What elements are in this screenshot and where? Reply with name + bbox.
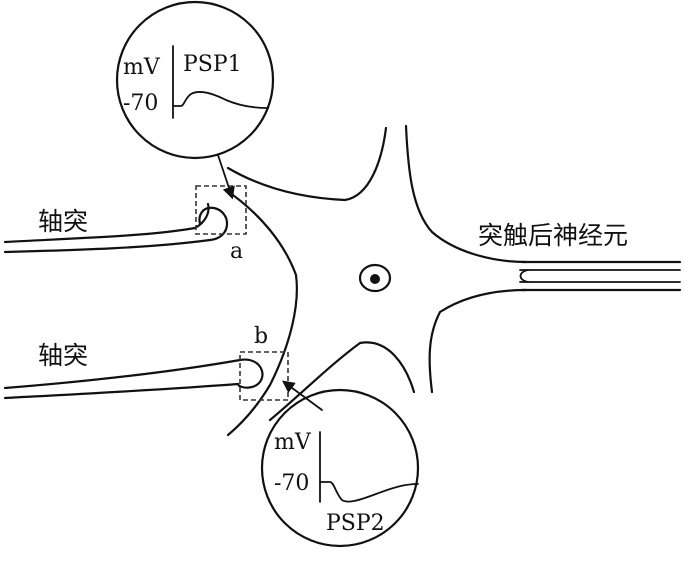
postsynaptic-axon xyxy=(519,260,682,292)
soma-upper-right-edge xyxy=(404,124,528,264)
nucleolus xyxy=(370,274,380,284)
neuron-soma xyxy=(224,124,528,437)
axon-top-label: 轴突 xyxy=(38,207,88,236)
nucleus xyxy=(358,263,392,293)
psp1-trace xyxy=(172,91,269,109)
axon-top-upper-edge xyxy=(3,202,210,244)
psp1-baseline-label: -70 xyxy=(123,91,158,116)
axon-bottom xyxy=(3,358,264,400)
synapse-b-label: b xyxy=(254,324,268,349)
psp2-trace xyxy=(319,481,419,503)
psp2-baseline-label: -70 xyxy=(274,471,309,496)
axon-bottom-upper-edge xyxy=(3,358,242,390)
synapse-b-box xyxy=(239,351,289,401)
synapse-a-box xyxy=(195,185,247,235)
postsynaptic-neuron-label: 突触后神经元 xyxy=(478,221,628,250)
postsynaptic-axon-hillock xyxy=(519,269,529,283)
psp2-pointer-arrow xyxy=(281,380,323,411)
psp1-inset: mV -70 PSP1 xyxy=(115,0,275,200)
psp1-unit-label: mV xyxy=(123,55,161,80)
terminal-b-bouton xyxy=(236,358,264,389)
nucleus-outline xyxy=(358,263,392,293)
psp1-name-label: PSP1 xyxy=(183,52,242,77)
soma-lower-left-edge xyxy=(268,341,416,422)
axon-bottom-lower-edge xyxy=(3,382,240,400)
psp2-unit-label: mV xyxy=(274,430,312,455)
psp2-inset: mV -70 PSP2 xyxy=(260,380,420,548)
psp2-inset-circle xyxy=(260,388,420,548)
soma-left-edge xyxy=(224,188,298,437)
psp2-name-label: PSP2 xyxy=(326,511,385,536)
soma-upper-left-edge xyxy=(226,126,388,202)
axon-top-lower-edge xyxy=(3,238,212,254)
psp1-pointer-arrow xyxy=(217,154,235,200)
axon-bottom-label: 轴突 xyxy=(38,341,88,370)
terminal-a-bouton xyxy=(198,206,229,242)
psp1-inset-circle xyxy=(115,0,275,160)
synapse-a-label: a xyxy=(230,239,243,264)
soma-lower-right-edge xyxy=(428,288,528,394)
